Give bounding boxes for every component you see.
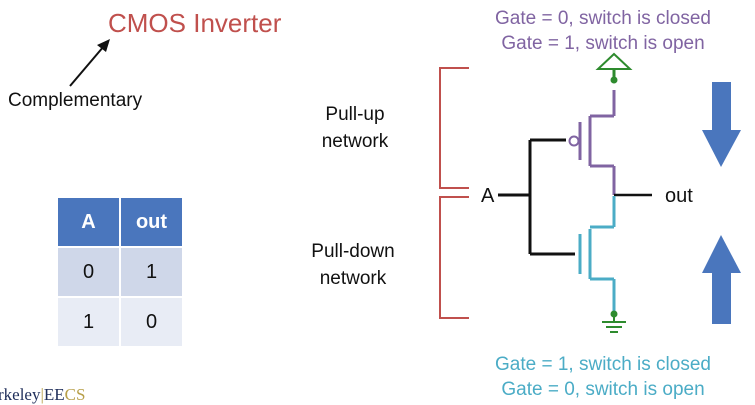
pull-up-down-arrow-icon	[702, 82, 741, 167]
pull-down-line-1: Pull-down	[311, 241, 395, 262]
truth-table: A out 0 1 1 0	[56, 196, 184, 348]
logo-text-cs: CS	[64, 385, 86, 404]
berkeley-eecs-logo: rkeley|EECS	[0, 385, 85, 405]
truth-table-row: 0 1	[56, 246, 184, 298]
truth-table-cell: 0	[119, 296, 184, 348]
pull-down-up-arrow-icon	[702, 235, 741, 324]
pmos-annotation-line-2: Gate = 1, switch is open	[501, 33, 705, 54]
truth-table-cell: 1	[56, 296, 121, 348]
pull-up-line-1: Pull-up	[325, 104, 385, 125]
nmos-annotation-line-2: Gate = 0, switch is open	[501, 379, 705, 400]
output-label: out	[665, 185, 693, 207]
complementary-pointer-arrow	[69, 39, 110, 87]
truth-table-cell: 0	[56, 246, 121, 298]
truth-table-header-out: out	[119, 196, 184, 248]
nmos-annotation-line-1: Gate = 1, switch is closed	[495, 354, 711, 375]
pull-down-line-2: network	[319, 268, 387, 289]
logo-text-ee: EE	[43, 385, 65, 404]
pmos-transistor	[568, 90, 616, 195]
nmos-transistor	[578, 196, 616, 312]
pull-up-bracket	[439, 67, 469, 189]
logo-text-left: rkeley	[0, 385, 41, 404]
nmos-annotation: Gate = 1, switch is closed Gate = 0, swi…	[453, 352, 753, 402]
truth-table-row: 1 0	[56, 296, 184, 348]
pull-up-line-2: network	[321, 131, 389, 152]
input-label: A	[481, 185, 495, 207]
page-title: CMOS Inverter	[108, 8, 282, 38]
pmos-annotation-line-1: Gate = 0, switch is closed	[495, 8, 711, 29]
pmos-annotation: Gate = 0, switch is closed Gate = 1, swi…	[453, 6, 753, 56]
ground-icon	[602, 310, 626, 333]
complementary-label: Complementary	[8, 90, 143, 111]
truth-table-header-row: A out	[56, 196, 184, 248]
pull-down-network-label: Pull-down network	[298, 238, 408, 292]
input-wiring	[498, 138, 575, 256]
truth-table-cell: 1	[119, 246, 184, 298]
vdd-supply-icon	[595, 52, 633, 84]
pull-down-bracket	[439, 196, 469, 319]
logo-separator: |	[40, 385, 44, 404]
truth-table-header-a: A	[56, 196, 121, 248]
pull-up-network-label: Pull-up network	[300, 101, 410, 155]
